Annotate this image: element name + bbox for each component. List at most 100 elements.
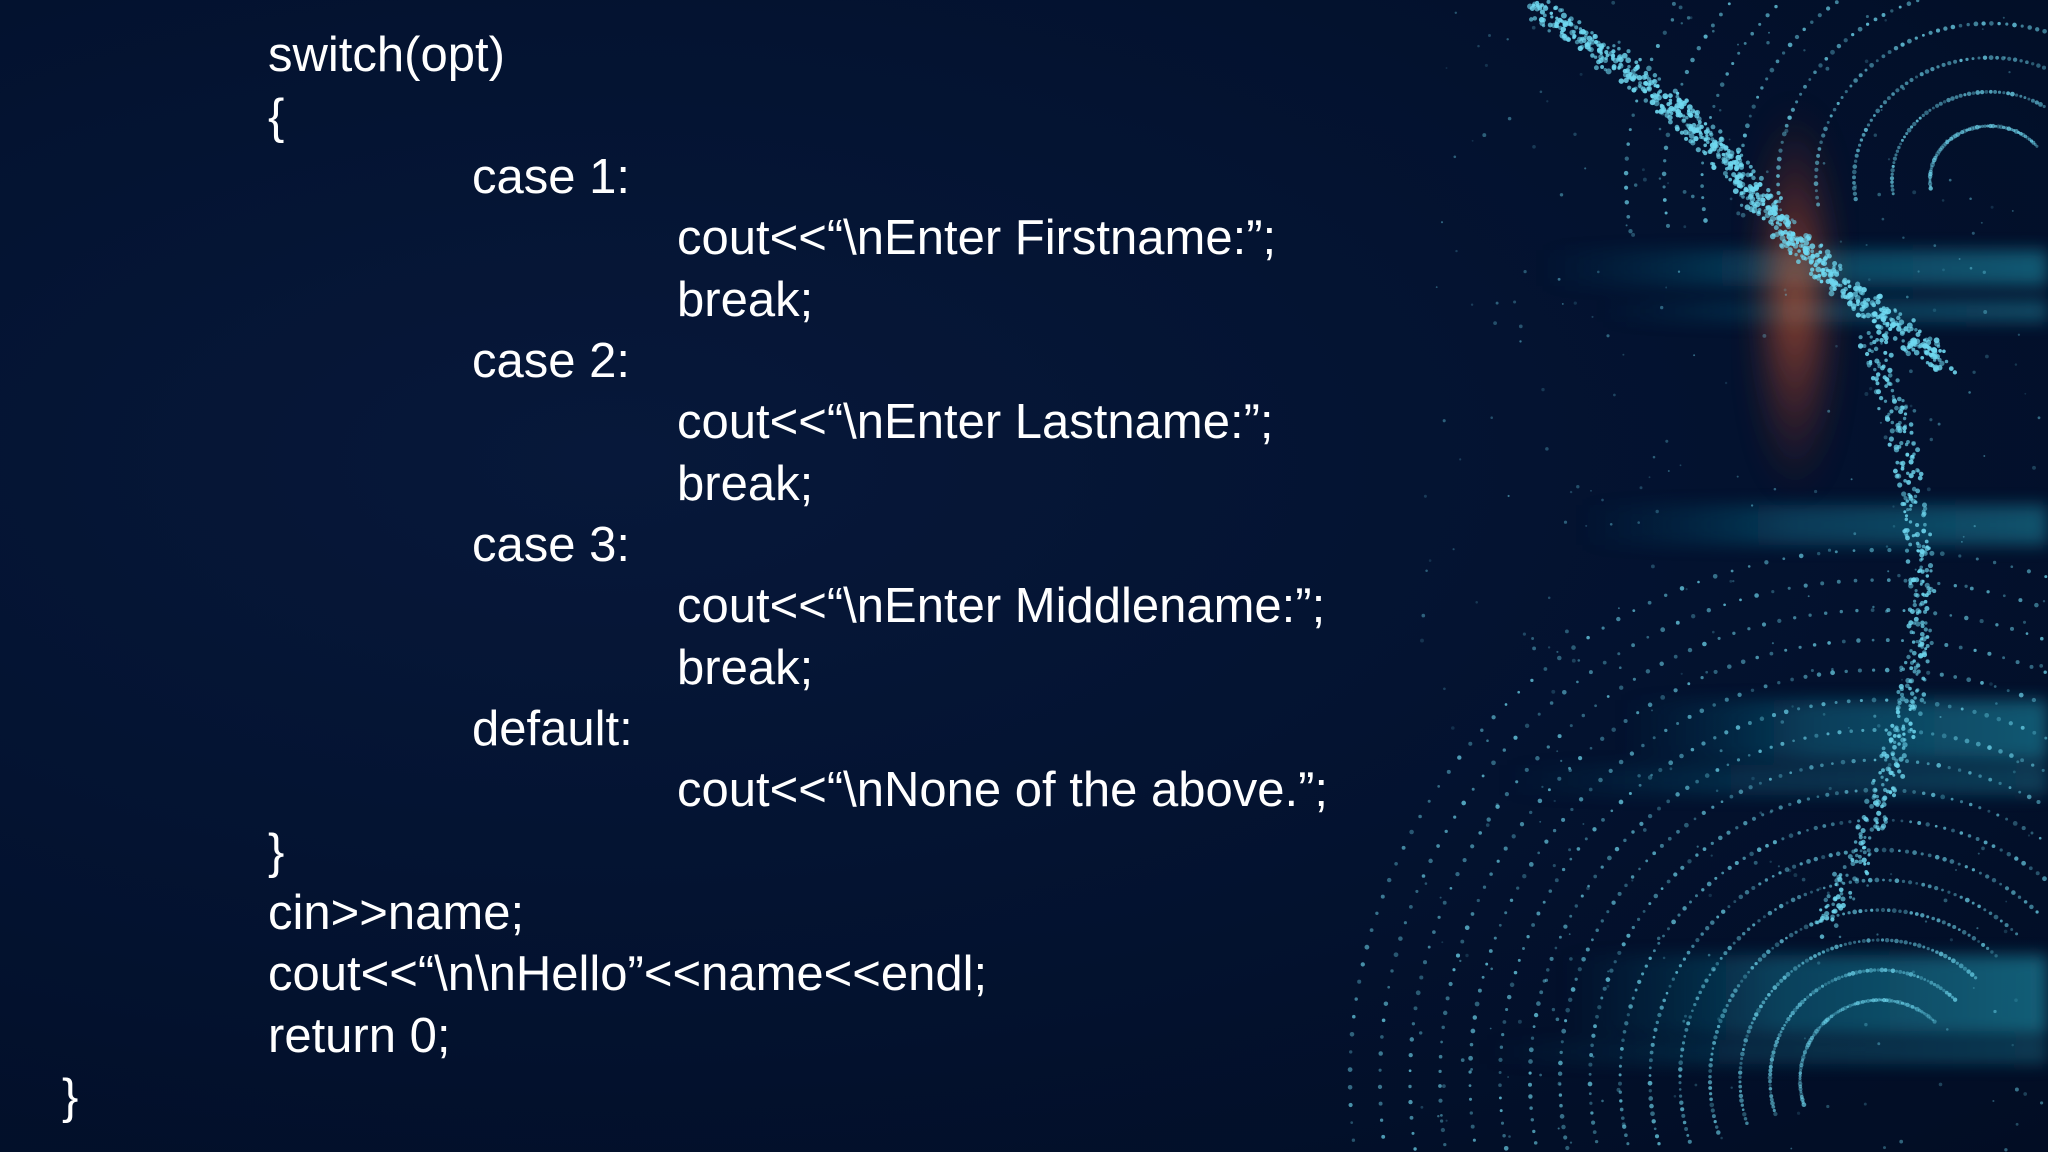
particle-dot	[1881, 364, 1886, 369]
particle-dot	[1914, 1006, 1920, 1012]
particle-dot	[2030, 98, 2035, 103]
particle-dot	[1890, 938, 1894, 943]
code-line-cout-firstname: cout<<“\nEnter Firstname:”;	[677, 211, 1277, 265]
particle-dot	[1992, 560, 1997, 565]
particle-dot	[1609, 522, 1613, 526]
particle-dot	[1576, 484, 1580, 489]
particle-dot	[1773, 200, 1778, 204]
particle-dot	[2001, 56, 2006, 61]
particle-dot	[1548, 889, 1553, 893]
particle-dot	[1908, 495, 1914, 501]
particle-dot	[1907, 492, 1911, 497]
particle-dot	[1558, 8, 1563, 13]
particle-dot	[1881, 768, 1885, 773]
particle-dot	[1810, 668, 1814, 673]
particle-dot	[2003, 929, 2008, 934]
particle-dot	[1903, 430, 1907, 434]
particle-dot	[1486, 817, 1491, 822]
particle-dot	[1757, 957, 1763, 962]
particle-dot	[1897, 428, 1903, 434]
particle-dot	[1852, 897, 1856, 901]
particle-dot	[1508, 1135, 1511, 1138]
particle-dot	[1909, 660, 1915, 665]
particle-dot	[1925, 339, 1932, 346]
particle-dot	[1522, 632, 1526, 636]
particle-dot	[1599, 51, 1603, 55]
particle-dot	[1800, 1097, 1805, 1102]
particle-dot	[1847, 300, 1853, 307]
particle-dot	[1472, 1015, 1478, 1020]
particle-dot	[1650, 94, 1654, 98]
particle-dot	[1798, 1071, 1803, 1075]
particle-dot	[1498, 1083, 1502, 1087]
particle-dot	[1924, 647, 1928, 651]
code-line-return: return 0;	[268, 1009, 451, 1063]
particle-dot	[1817, 257, 1822, 263]
particle-dot	[1763, 208, 1768, 214]
particle-dot	[1693, 354, 1696, 357]
particle-dot	[1786, 232, 1790, 236]
particle-dot	[1916, 549, 1920, 553]
particle-dot	[1743, 821, 1748, 826]
particle-dot	[1491, 760, 1496, 766]
particle-dot	[1867, 877, 1873, 883]
particle-dot	[1882, 795, 1888, 801]
particle-dot	[1983, 840, 1988, 845]
particle-dot	[1632, 609, 1636, 613]
particle-dot	[1772, 1108, 1776, 1113]
particle-dot	[1886, 578, 1891, 582]
particle-dot	[1647, 813, 1653, 819]
particle-dot	[1588, 1062, 1593, 1067]
particle-dot	[1831, 762, 1834, 765]
particle-dot	[1848, 880, 1852, 884]
particle-dot	[1908, 496, 1914, 502]
particle-dot	[1875, 381, 1880, 386]
particle-dot	[1650, 94, 1655, 99]
particle-dot	[1972, 987, 1975, 989]
particle-dot	[1618, 1090, 1622, 1094]
particle-dot	[1908, 507, 1912, 511]
particle-dot	[1712, 142, 1718, 148]
particle-dot	[1673, 688, 1678, 693]
particle-dot	[1809, 704, 1813, 709]
particle-dot	[1776, 156, 1782, 162]
particle-dot	[1629, 76, 1635, 82]
particle-dot	[1688, 1015, 1692, 1019]
particle-dot	[1799, 92, 1803, 96]
particle-dot	[1560, 759, 1563, 763]
particle-dot	[1559, 1103, 1563, 1108]
particle-dot	[1780, 741, 1785, 746]
particle-dot	[1888, 436, 1894, 442]
particle-dot	[1754, 201, 1761, 208]
particle-dot	[1484, 63, 1488, 67]
particle-dot	[1477, 988, 1482, 993]
particle-dot	[1740, 1103, 1744, 1107]
particle-dot	[1918, 568, 1923, 573]
particle-dot	[1646, 635, 1650, 639]
particle-dot	[1393, 952, 1399, 958]
particle-dot	[1718, 146, 1724, 152]
particle-dot	[1759, 200, 1766, 206]
particle-dot	[1572, 35, 1576, 40]
particle-dot	[1923, 609, 1928, 614]
particle-dot	[1752, 923, 1756, 927]
particle-dot	[1904, 517, 1909, 522]
particle-dot	[1761, 1000, 1766, 1005]
particle-dot	[1453, 815, 1457, 819]
particle-dot	[1915, 119, 1919, 123]
particle-dot	[1903, 940, 1908, 945]
particle-dot	[1660, 887, 1664, 890]
particle-dot	[1542, 900, 1546, 904]
particle-dot	[1905, 849, 1909, 854]
particle-dot	[1892, 336, 1898, 341]
particle-dot	[1998, 124, 2004, 130]
particle-dot	[1808, 78, 1812, 81]
particle-dot	[1901, 339, 1905, 343]
particle-dot	[1445, 1119, 1448, 1122]
particle-dot	[1716, 915, 1720, 919]
particle-dot	[1903, 578, 1908, 583]
particle-dot	[1897, 769, 1902, 774]
particle-dot	[1788, 251, 1793, 256]
particle-dot	[1876, 294, 1881, 299]
particle-dot	[1569, 857, 1573, 861]
